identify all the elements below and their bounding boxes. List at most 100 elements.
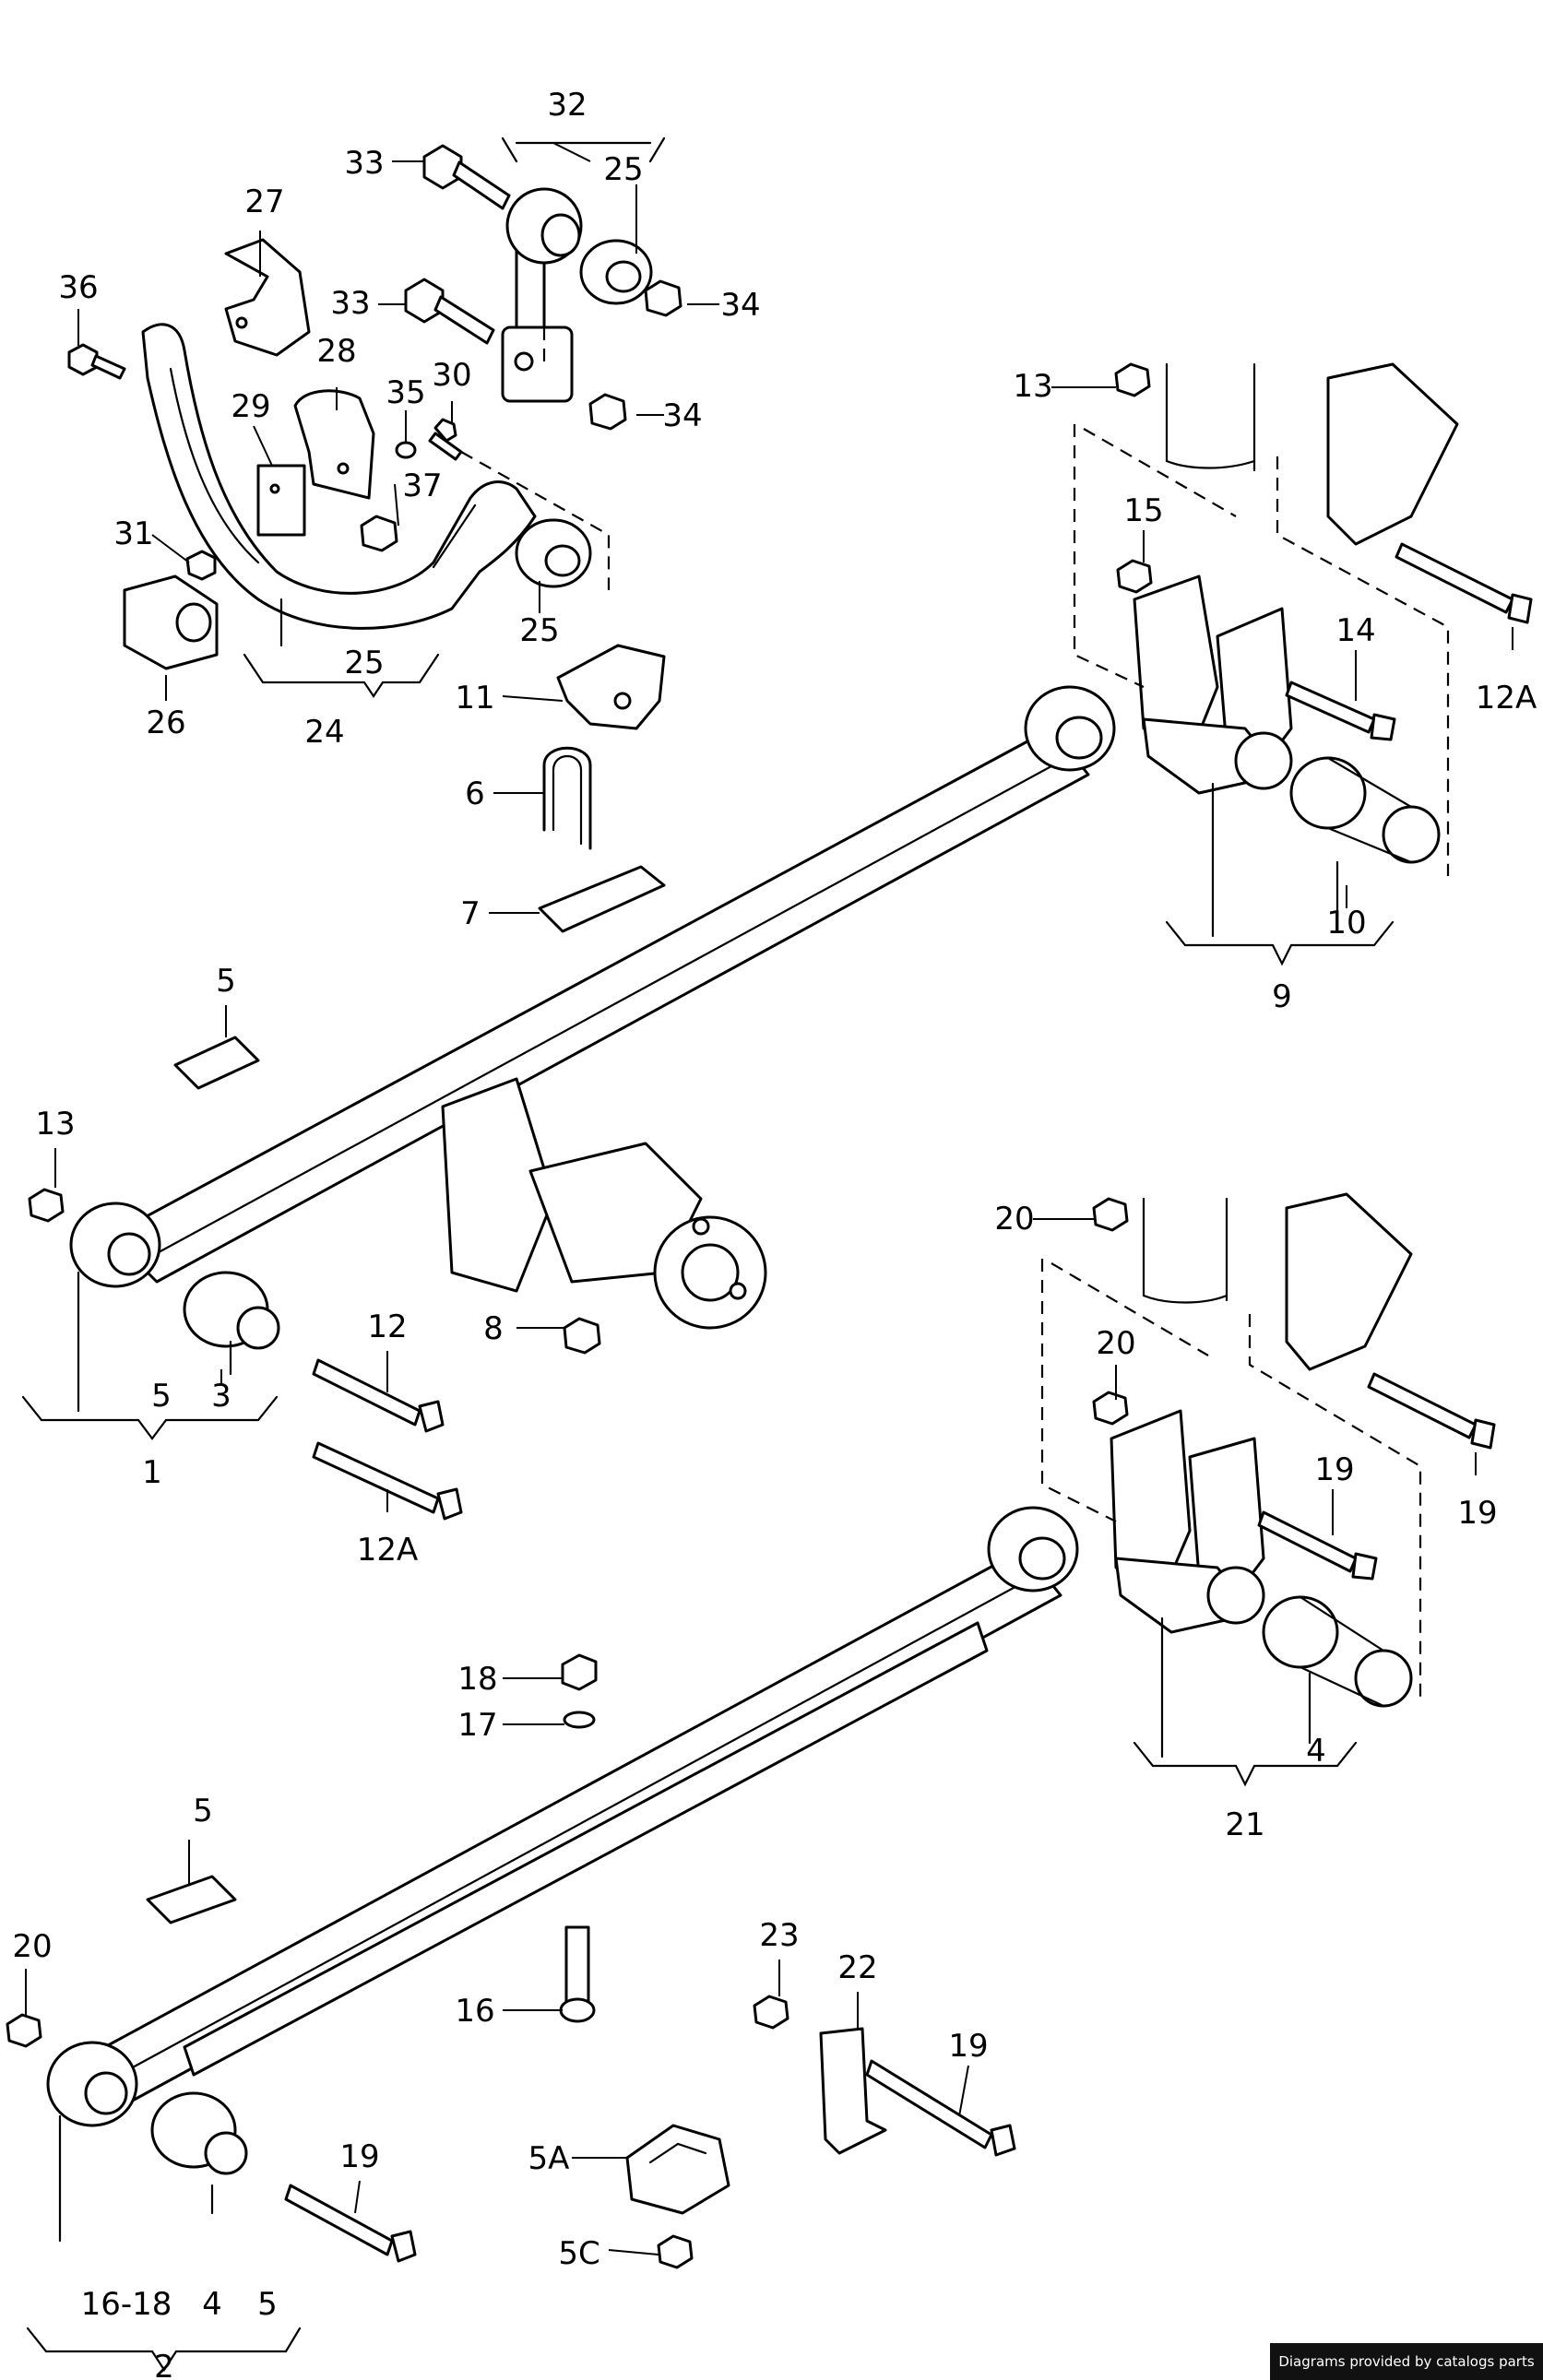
bolt-19-bottom: [865, 2059, 1016, 2157]
diagram-credit: Diagrams provided by catalogs parts: [1270, 2343, 1543, 2380]
bracket-22: [819, 2027, 887, 2155]
group-box-9: [1073, 424, 1450, 876]
label-33-top: 33: [344, 145, 384, 182]
nut-20-right-top: [1092, 1197, 1129, 1232]
plate-29: [256, 464, 306, 537]
label-36: 36: [58, 269, 98, 306]
label-7: 7: [460, 895, 481, 932]
bolt-12: [312, 1358, 445, 1433]
label-32: 32: [547, 87, 587, 124]
clamp-28: [293, 389, 375, 500]
bushing-25-top: [579, 239, 653, 305]
label-2: 2: [154, 2349, 174, 2380]
label-26: 26: [146, 705, 185, 741]
nut-13-right: [1114, 362, 1151, 397]
label-15: 15: [1123, 492, 1163, 529]
label-13-right: 13: [1013, 368, 1052, 405]
pad-5-upper: [173, 1036, 260, 1090]
bolt-12A-left: [312, 1441, 463, 1521]
label-23: 23: [759, 1917, 799, 1954]
label-12A-left: 12A: [357, 1532, 419, 1569]
label-14: 14: [1335, 612, 1375, 649]
label-16: 16: [455, 1993, 494, 2030]
label-27: 27: [244, 184, 284, 220]
bushing-3: [183, 1271, 280, 1350]
washer-17: [563, 1711, 596, 1729]
label-5C: 5C: [558, 2235, 599, 2272]
nut-15: [1116, 559, 1153, 594]
nut-37: [360, 515, 398, 552]
nut-20-left: [6, 2013, 42, 2048]
pad-5-lower: [146, 1875, 237, 1924]
leader-lines: [25, 142, 1513, 2256]
bushing-4-left: [150, 2091, 248, 2175]
label-6: 6: [465, 776, 485, 812]
bump-stop-5A: [625, 2124, 730, 2215]
nut-5C: [657, 2234, 694, 2269]
label-19-left: 19: [339, 2138, 379, 2175]
bolt-36: [67, 343, 126, 380]
callout-labels: 32 33 25 27 33 34 36 28 35 30 34 29 37 3…: [12, 87, 1537, 2380]
label-25-group: 25: [344, 645, 384, 681]
label-19-right-top: 19: [1457, 1495, 1497, 1532]
label-25-lower: 25: [519, 612, 559, 649]
label-37: 37: [402, 468, 442, 504]
label-9: 9: [1272, 978, 1292, 1015]
bushing-26: [123, 574, 219, 670]
bolt-33-mid: [404, 278, 495, 345]
link-rod-32: [501, 187, 583, 403]
bolt-33-top: [422, 144, 511, 210]
bushing-25-lower: [515, 518, 592, 588]
label-34-mid: 34: [662, 397, 702, 434]
label-34-top: 34: [720, 287, 760, 324]
spacer-7: [538, 865, 666, 933]
nut-18: [561, 1653, 598, 1691]
label-20-right-mid: 20: [1096, 1325, 1135, 1362]
shackle-9: [1133, 574, 1293, 795]
shackle-21: [1110, 1409, 1265, 1634]
axle-housing: [441, 1077, 767, 1330]
label-30: 30: [432, 357, 471, 394]
bolt-14: [1285, 681, 1396, 741]
nut-23: [753, 1995, 789, 2030]
label-33-mid: 33: [330, 285, 370, 322]
group-box-21: [1040, 1259, 1422, 1697]
label-3: 3: [211, 1378, 231, 1415]
label-25-top: 25: [603, 151, 643, 188]
bolt-19-left: [284, 2184, 417, 2263]
label-19-right-mid: 19: [1314, 1451, 1354, 1488]
label-5-lower: 5: [193, 1793, 213, 1829]
label-11: 11: [455, 680, 494, 716]
label-8: 8: [483, 1310, 504, 1347]
nut-13-left: [28, 1188, 65, 1223]
nut-31: [185, 550, 217, 581]
label-5A: 5A: [528, 2140, 570, 2177]
label-5-upper: 5: [216, 963, 236, 1000]
label-19-bottom: 19: [948, 2028, 988, 2065]
label-10: 10: [1326, 905, 1366, 941]
stabilizer-bar: [141, 323, 537, 630]
label-17: 17: [457, 1707, 497, 1744]
label-31: 31: [113, 515, 153, 552]
label-5-group2: 5: [257, 2286, 278, 2323]
label-4-left: 4: [202, 2286, 222, 2323]
nut-34-mid: [588, 393, 627, 431]
bolt-16: [559, 1925, 596, 2023]
leaf-spring-2: [46, 1506, 1079, 2127]
label-4-right: 4: [1306, 1733, 1326, 1770]
label-28: 28: [316, 333, 356, 370]
nut-34-top: [644, 279, 682, 317]
screw-30: [428, 418, 463, 461]
frame-rail-lower: [1142, 1192, 1413, 1371]
label-5-group1: 5: [151, 1378, 172, 1415]
label-12A-right: 12A: [1476, 680, 1537, 716]
bracket-11: [556, 644, 666, 730]
bolt-19-right-mid: [1257, 1510, 1378, 1581]
washer-35: [395, 441, 417, 459]
label-20-right-top: 20: [994, 1201, 1034, 1237]
label-12: 12: [367, 1308, 407, 1345]
label-21: 21: [1225, 1806, 1264, 1843]
label-35: 35: [386, 374, 425, 411]
bolt-19-right-top: [1367, 1372, 1496, 1450]
